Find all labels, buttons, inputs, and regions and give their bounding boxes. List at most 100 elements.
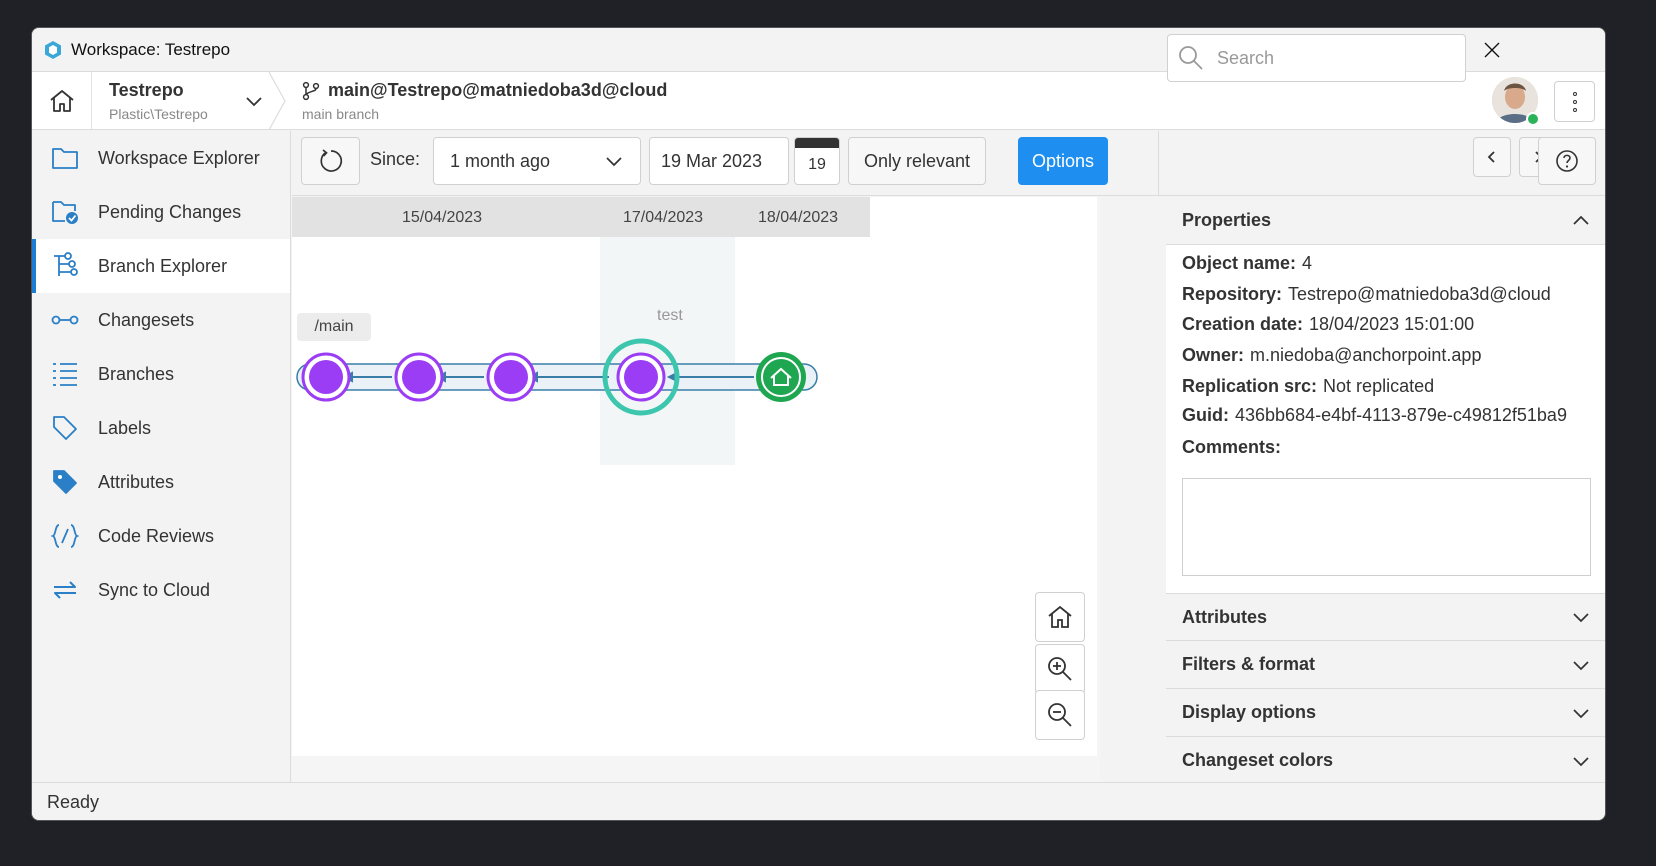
property-key: Repository: <box>1182 284 1283 304</box>
filters-format-section[interactable]: Filters & format <box>1166 641 1605 689</box>
branch-explorer-toolbar: Since: 1 month ago 19 Mar 2023 19 Only r… <box>292 131 1605 196</box>
home-button[interactable] <box>32 72 92 129</box>
attributes-section[interactable]: Attributes <box>1166 593 1605 641</box>
options-button[interactable]: Options <box>1018 137 1108 185</box>
graph-area: 15/04/2023 17/04/2023 18/04/2023 /main t… <box>292 197 1097 756</box>
sidebar-item-label: Sync to Cloud <box>98 579 211 600</box>
sidebar-item-label: Pending Changes <box>98 201 242 222</box>
property-key: Comments: <box>1182 437 1282 457</box>
sidebar-item-label: Branch Explorer <box>98 255 228 276</box>
workspace-window: Workspace: Testrepo Testrepo Plastic\Tes… <box>31 27 1606 821</box>
previous-result-button[interactable] <box>1473 137 1511 177</box>
sync-icon <box>50 575 80 605</box>
since-label: Since: <box>370 149 421 169</box>
section-title: Display options <box>1182 702 1317 722</box>
close-icon <box>1484 42 1500 58</box>
changeset-colors-section[interactable]: Changeset colors <box>1166 737 1605 785</box>
changeset-node[interactable] <box>301 352 351 402</box>
calendar-day: 19 <box>808 156 826 173</box>
property-guid: Guid:436bb684-e4bf-4113-879e-c49812f51ba… <box>1182 405 1567 426</box>
folder-icon <box>50 143 80 173</box>
sidebar-item-workspace-explorer[interactable]: Workspace Explorer <box>32 131 290 185</box>
zoom-out-icon <box>1048 703 1072 727</box>
zoom-in-button[interactable] <box>1035 644 1085 694</box>
sidebar-item-label: Workspace Explorer <box>98 147 260 168</box>
branch-label-test[interactable]: test <box>657 307 683 324</box>
since-date-value: 19 Mar 2023 <box>661 150 763 171</box>
branches-list-icon <box>50 359 80 389</box>
branch-full-name: main@Testrepo@matniedoba3d@cloud <box>328 80 668 100</box>
sidebar-item-labels[interactable]: Labels <box>32 401 290 455</box>
code-review-icon <box>50 521 80 551</box>
sidebar-item-label: Attributes <box>98 471 175 492</box>
more-options-button[interactable] <box>1554 81 1595 122</box>
property-value: Testrepo@matniedoba3d@cloud <box>1288 284 1551 304</box>
properties-section-header[interactable]: Properties <box>1166 197 1605 245</box>
sidebar-item-branches[interactable]: Branches <box>32 347 290 401</box>
repository-selector[interactable]: Testrepo Plastic\Testrepo <box>93 72 275 129</box>
since-dropdown[interactable]: 1 month ago <box>433 137 641 185</box>
repository-name: Testrepo <box>109 80 184 100</box>
sidebar-item-attributes[interactable]: Attributes <box>32 455 290 509</box>
since-dropdown-value: 1 month ago <box>450 150 551 171</box>
sidebar-item-changesets[interactable]: Changesets <box>32 293 290 347</box>
sidebar-item-label: Branches <box>98 363 175 384</box>
chevron-down-icon <box>1573 708 1589 718</box>
kebab-dot-icon <box>1572 99 1577 104</box>
chevron-down-icon <box>1573 613 1589 623</box>
kebab-dot-icon <box>1572 107 1577 112</box>
toolbar-divider <box>1158 131 1159 196</box>
branch-subtitle: main branch <box>302 106 380 122</box>
attributes-icon <box>50 467 80 497</box>
date-label: 17/04/2023 <box>623 209 704 226</box>
display-options-section[interactable]: Display options <box>1166 689 1605 737</box>
zoom-in-icon <box>1048 657 1072 681</box>
property-creation-date: Creation date:18/04/2023 15:01:00 <box>1182 314 1474 335</box>
home-icon <box>770 367 792 386</box>
property-key: Owner: <box>1182 345 1245 365</box>
property-value: m.niedoba@anchorpoint.app <box>1250 345 1482 365</box>
date-header: 15/04/2023 17/04/2023 18/04/2023 <box>292 197 870 237</box>
chevron-up-icon <box>1573 215 1589 225</box>
branch-explorer-canvas[interactable]: 15/04/2023 17/04/2023 18/04/2023 /main t… <box>292 197 1100 782</box>
close-button[interactable] <box>1457 28 1527 72</box>
sidebar-item-branch-explorer[interactable]: Branch Explorer <box>32 239 290 293</box>
head-changeset-node[interactable] <box>756 352 806 402</box>
status-bar: Ready <box>32 782 1605 820</box>
zoom-out-button[interactable] <box>1035 690 1085 740</box>
sidebar-item-code-reviews[interactable]: Code Reviews <box>32 509 290 563</box>
only-relevant-button[interactable]: Only relevant <box>848 137 986 185</box>
section-title: Changeset colors <box>1182 750 1334 770</box>
branch-explorer-icon <box>50 251 80 281</box>
property-value: 436bb684-e4bf-4113-879e-c49812f51ba9 <box>1235 405 1567 425</box>
window-title: Workspace: Testrepo <box>71 39 231 59</box>
branch-label-main[interactable]: /main <box>297 313 371 341</box>
since-date-field[interactable]: 19 Mar 2023 <box>649 137 789 185</box>
refresh-button[interactable] <box>301 137 360 185</box>
property-replication-src: Replication src:Not replicated <box>1182 376 1434 397</box>
calendar-button[interactable]: 19 <box>794 137 840 185</box>
property-value: Not replicated <box>1323 376 1435 396</box>
status-text: Ready <box>47 792 100 812</box>
plastic-app-icon <box>45 40 61 59</box>
pending-changes-icon <box>50 197 80 227</box>
sidebar-item-label: Code Reviews <box>98 525 215 546</box>
changeset-node[interactable] <box>394 352 444 402</box>
comments-textarea[interactable] <box>1182 478 1591 576</box>
sidebar-item-sync-to-cloud[interactable]: Sync to Cloud <box>32 563 290 617</box>
changeset-node[interactable] <box>486 352 536 402</box>
help-button[interactable] <box>1538 137 1596 185</box>
search-placeholder: Search <box>1217 47 1275 68</box>
sidebar: Workspace Explorer Pending Changes Branc… <box>32 131 291 782</box>
search-input[interactable]: Search <box>1167 34 1466 82</box>
sidebar-item-label: Changesets <box>98 309 195 330</box>
sidebar-item-label: Labels <box>98 417 152 438</box>
only-relevant-label: Only relevant <box>863 150 971 171</box>
sidebar-item-pending-changes[interactable]: Pending Changes <box>32 185 290 239</box>
changeset-node-selected[interactable] <box>602 338 680 416</box>
zoom-home-button[interactable] <box>1035 592 1085 642</box>
branch-icon <box>302 81 320 100</box>
repository-path: Plastic\Testrepo <box>109 106 208 122</box>
search-icon <box>1179 46 1203 70</box>
online-status-badge <box>1526 112 1540 126</box>
